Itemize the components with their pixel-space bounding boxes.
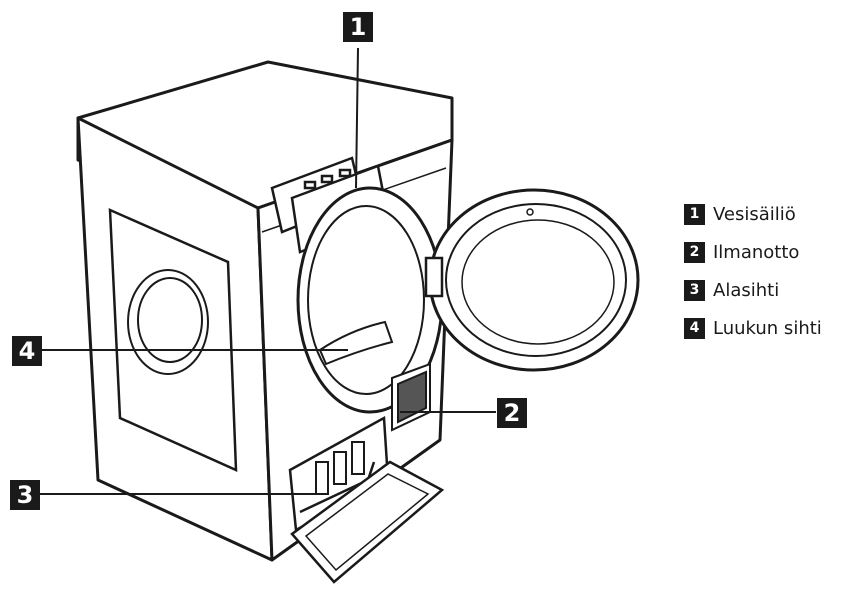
lower-filter-compartment: [288, 415, 445, 584]
side-panel-recess: [108, 208, 238, 472]
legend-number: 2: [684, 241, 705, 263]
legend: 1 Vesisäiliö 2 Ilmanotto 3 Alasihti 4 Lu…: [684, 195, 822, 347]
callout-badge-4: 4: [12, 336, 42, 366]
legend-label: Vesisäiliö: [713, 203, 796, 225]
legend-item: 3 Alasihti: [684, 271, 822, 309]
callout-badge-2: 2: [497, 398, 527, 428]
legend-label: Alasihti: [713, 279, 780, 301]
callout-badge-1: 1: [343, 12, 373, 42]
drum-opening: [296, 186, 444, 414]
legend-label: Ilmanotto: [713, 241, 800, 263]
legend-item: 1 Vesisäiliö: [684, 195, 822, 233]
callout-badge-3: 3: [10, 480, 40, 510]
legend-item: 2 Ilmanotto: [684, 233, 822, 271]
open-door: [424, 188, 640, 372]
legend-item: 4 Luukun sihti: [684, 309, 822, 347]
legend-number: 4: [684, 317, 705, 339]
legend-label: Luukun sihti: [713, 317, 822, 339]
side-panel-circle: [127, 269, 209, 375]
legend-number: 1: [684, 203, 705, 225]
legend-number: 3: [684, 279, 705, 301]
leader-lines: [40, 47, 496, 495]
